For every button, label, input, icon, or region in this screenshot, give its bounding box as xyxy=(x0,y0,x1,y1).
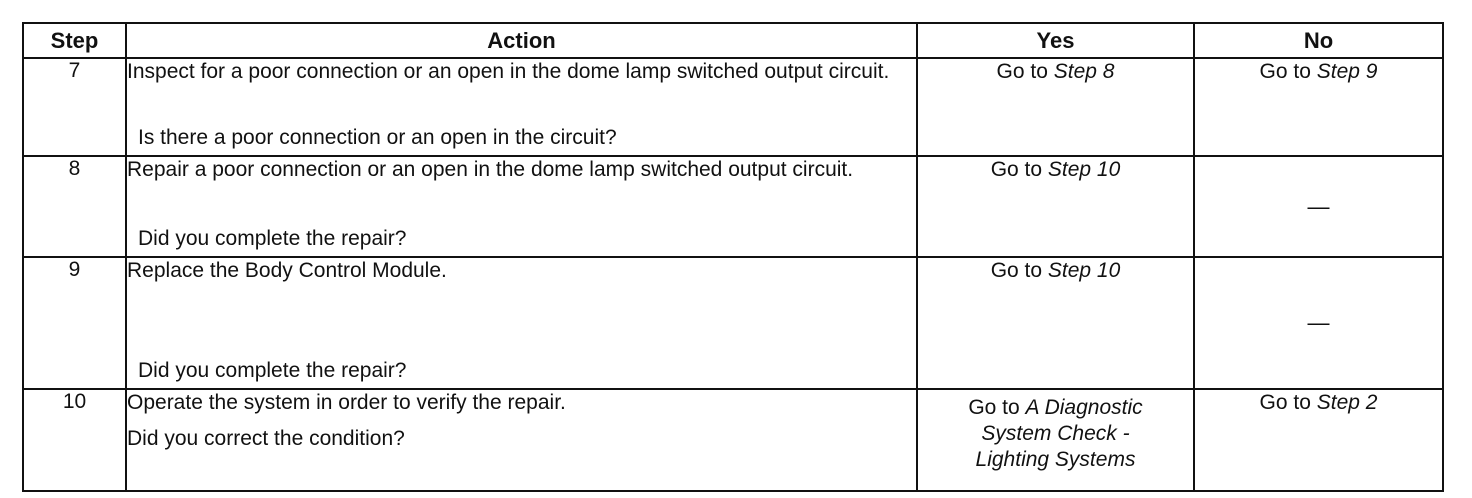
step-number: 10 xyxy=(22,388,127,492)
table-row: 10 Operate the system in order to verify… xyxy=(22,388,1444,492)
step-number: 8 xyxy=(22,155,127,258)
yes-prefix: Go to xyxy=(990,259,1048,282)
yes-step-link: Step 10 xyxy=(1047,259,1121,282)
yes-ref-line3: Lighting Systems xyxy=(975,448,1136,471)
no-prefix: Go to xyxy=(1259,391,1317,414)
diagnostic-table: Step Action Yes No 7 Inspect for a poor … xyxy=(22,22,1444,492)
action-cell: Replace the Body Control Module. Did you… xyxy=(125,256,918,390)
yes-cell: Go to Step 8 xyxy=(916,57,1195,157)
header-row: Step Action Yes No xyxy=(22,22,1444,59)
table-row: 9 Replace the Body Control Module. Did y… xyxy=(22,256,1444,390)
action-question: Did you complete the repair? xyxy=(138,359,407,382)
step-number: 9 xyxy=(22,256,127,390)
yes-cell: Go to Step 10 xyxy=(916,155,1195,258)
yes-cell: Go to Step 10 xyxy=(916,256,1195,390)
yes-prefix: Go to xyxy=(990,158,1048,181)
no-step-link: Step 2 xyxy=(1316,391,1378,414)
no-cell: Go to Step 9 xyxy=(1193,57,1444,157)
step-number: 7 xyxy=(22,57,127,157)
yes-ref-line2: System Check - xyxy=(981,422,1130,445)
action-text: Inspect for a poor connection or an open… xyxy=(127,60,890,83)
yes-ref-line1: A Diagnostic xyxy=(1025,396,1143,419)
yes-step-link: Step 10 xyxy=(1047,158,1121,181)
yes-cell: Go to A Diagnostic System Check - Lighti… xyxy=(916,388,1195,492)
action-question: Did you complete the repair? xyxy=(138,227,407,250)
action-text: Replace the Body Control Module. xyxy=(127,259,447,282)
header-step: Step xyxy=(22,22,127,59)
yes-step-link: Step 8 xyxy=(1053,60,1115,83)
header-no: No xyxy=(1193,22,1444,59)
yes-prefix: Go to xyxy=(968,396,1026,419)
yes-prefix: Go to xyxy=(996,60,1054,83)
table-row: 8 Repair a poor connection or an open in… xyxy=(22,155,1444,258)
no-step-link: Step 9 xyxy=(1316,60,1378,83)
action-text: Operate the system in order to verify th… xyxy=(127,391,566,414)
no-cell: Go to Step 2 xyxy=(1193,388,1444,492)
header-yes: Yes xyxy=(916,22,1195,59)
no-cell-dash: — xyxy=(1193,155,1444,258)
action-question: Is there a poor connection or an open in… xyxy=(138,126,617,149)
header-action: Action xyxy=(125,22,918,59)
action-cell: Inspect for a poor connection or an open… xyxy=(125,57,918,157)
table-row: 7 Inspect for a poor connection or an op… xyxy=(22,57,1444,157)
action-cell: Operate the system in order to verify th… xyxy=(125,388,918,492)
no-prefix: Go to xyxy=(1259,60,1317,83)
action-question: Did you correct the condition? xyxy=(127,427,405,450)
action-cell: Repair a poor connection or an open in t… xyxy=(125,155,918,258)
action-text: Repair a poor connection or an open in t… xyxy=(127,158,854,181)
no-cell-dash: — xyxy=(1193,256,1444,390)
